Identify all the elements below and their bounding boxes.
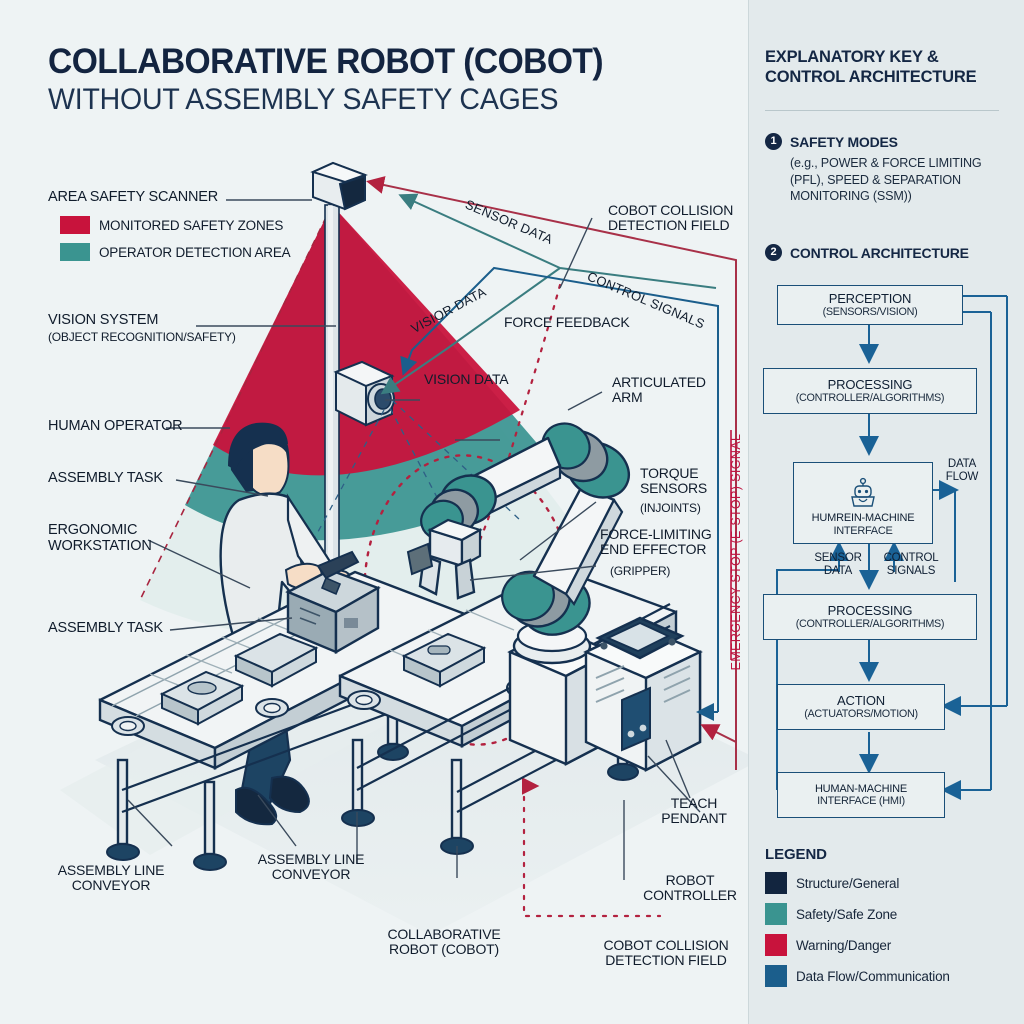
flow-box-sub: (ACTUATORS/MOTION) [804, 708, 918, 721]
sensor-data-path [366, 176, 737, 770]
swatch-label: MONITORED SAFETY ZONES [99, 217, 284, 233]
assembly-workpiece [285, 568, 381, 655]
label-assembly-task-1: ASSEMBLY TASK [48, 470, 163, 486]
flow-box-title: PROCESSING [827, 602, 913, 618]
legend-swatch [765, 934, 787, 956]
flow-box-perception[interactable]: PERCEPTION (SENSORS/VISION) [777, 285, 963, 325]
flow-box-sub: INTERFACE (HMI) [817, 795, 905, 807]
legend-swatch [765, 903, 787, 925]
title-subtitle: WITHOUT ASSEMBLY SAFETY CAGES [48, 82, 559, 116]
label-robot-controller: ROBOT CONTROLLER [643, 872, 737, 904]
panel-title: EXPLANATORY KEY & CONTROL ARCHITECTURE [765, 48, 977, 86]
key-item-control-architecture: 2 CONTROL ARCHITECTURE [765, 244, 969, 261]
swatch-label: OPERATOR DETECTION AREA [99, 244, 291, 260]
legend-label: Structure/General [796, 875, 900, 891]
title-main: COLLABORATIVE ROBOT (COBOT) [48, 42, 604, 81]
flow-box-title: HUMAN-MACHINE [814, 782, 908, 795]
label-vision-system: VISION SYSTEM [48, 312, 159, 328]
conveyor-part [401, 632, 487, 688]
label-vision-data: VISION DATA [424, 371, 509, 387]
label-ergonomic-workstation: ERGONOMIC WORKSTATION [48, 522, 152, 554]
label-cobot-collision-top: COBOT COLLISION DETECTION FIELD [608, 202, 734, 234]
label-force-feedback: FORCE FEEDBACK [504, 314, 630, 330]
legend-label: Warning/Danger [796, 937, 891, 953]
explanatory-key-panel: EXPLANATORY KEY & CONTROL ARCHITECTURE 1… [748, 0, 1024, 1024]
flow-box-sub: (CONTROLLER/ALGORITHMS) [795, 392, 945, 405]
label-assembly-line-conveyor-1: ASSEMBLY LINE CONVEYOR [57, 862, 165, 894]
label-teach-pendant: TEACH PENDANT [661, 795, 727, 827]
robot-head-icon [851, 478, 875, 508]
legend-label: Safety/Safe Zone [796, 906, 898, 922]
flow-label-data-flow: DATA FLOW [945, 458, 979, 483]
area-safety-scanner-device [310, 161, 368, 591]
robot-controller [583, 616, 703, 772]
flow-box-hmi[interactable]: HUMAN-MACHINE INTERFACE (HMI) [777, 772, 945, 818]
legend-label: Data Flow/Communication [796, 968, 950, 984]
label-vision-system-sub: (OBJECT RECOGNITION/SAFETY) [48, 330, 236, 344]
label-area-safety-scanner: AREA SAFETY SCANNER [48, 189, 218, 205]
label-force-limiting-end-effector: FORCE-LIMITING END EFFECTOR [600, 526, 712, 558]
panel-divider [765, 110, 999, 111]
flow-box-processing-2[interactable]: PROCESSING (CONTROLLER/ALGORITHMS) [763, 594, 977, 640]
label-emergency-stop: EMERGENCY STOP (E-STOP) SIGNAL [729, 433, 743, 671]
label-articulated-arm: ARTICULATED ARM [612, 374, 706, 406]
flow-box-sub: INTERFACE [833, 524, 893, 537]
legend-item-structure: Structure/General [765, 872, 899, 894]
legend-item-dataflow: Data Flow/Communication [765, 965, 950, 987]
label-assembly-line-conveyor-2: ASSEMBLY LINE CONVEYOR [257, 851, 365, 883]
legend-item-warning: Warning/Danger [765, 934, 891, 956]
flow-box-processing-1[interactable]: PROCESSING (CONTROLLER/ALGORITHMS) [763, 368, 977, 414]
key-item-safety-modes: 1 SAFETY MODES (e.g., POWER & FORCE LIMI… [765, 133, 1014, 205]
label-torque-sensors-sub: (INJOINTS) [640, 501, 701, 515]
flow-box-title: HUMREIN-MACHINE [811, 512, 915, 525]
label-cobot-collision-bottom: COBOT COLLISION DETECTION FIELD [603, 937, 729, 969]
vision-system-camera [299, 360, 521, 566]
key-item-body: (e.g., POWER & FORCE LIMITING (PFL), SPE… [790, 156, 982, 204]
flow-label-control-signals: CONTROL SIGNALS [883, 552, 939, 577]
legend-title: LEGEND [765, 846, 827, 863]
legend-swatch [765, 872, 787, 894]
label-collaborative-robot: COLLABORATIVE ROBOT (COBOT) [387, 926, 501, 958]
number-badge-1: 1 [765, 133, 782, 150]
key-item-title: CONTROL ARCHITECTURE [790, 244, 969, 261]
page-title: COLLABORATIVE ROBOT (COBOT) WITHOUT ASSE… [48, 44, 626, 116]
flow-box-title: PERCEPTION [828, 290, 912, 306]
flow-box-action[interactable]: ACTION (ACTUATORS/MOTION) [777, 684, 945, 730]
control-signal-path [400, 266, 719, 712]
conveyor-part [159, 670, 245, 726]
legend-item-safety: Safety/Safe Zone [765, 903, 897, 925]
flow-label-sensor-data: SENSOR DATA [814, 552, 862, 577]
flow-box-title: ACTION [837, 692, 885, 708]
teach-pendant [595, 616, 685, 660]
label-force-limiting-sub: (GRIPPER) [610, 564, 671, 578]
flow-box-title: PROCESSING [827, 376, 913, 392]
label-torque-sensors: TORQUE SENSORS [640, 465, 708, 497]
swatch-monitored-safety-zones: MONITORED SAFETY ZONES [60, 216, 283, 234]
flow-box-sub: (CONTROLLER/ALGORITHMS) [795, 618, 945, 631]
conveyor-part [233, 632, 319, 688]
swatch-red [60, 216, 90, 234]
label-assembly-task-2: ASSEMBLY TASK [48, 620, 163, 636]
flow-box-sub: (SENSORS/VISION) [822, 306, 918, 319]
leader-lines [127, 199, 701, 880]
number-badge-2: 2 [765, 244, 782, 261]
flow-box-hmi-icon[interactable]: HUMREIN-MACHINE INTERFACE [793, 462, 933, 544]
label-human-operator: HUMAN OPERATOR [48, 418, 183, 434]
swatch-teal [60, 243, 90, 261]
key-item-title: SAFETY MODES [790, 133, 898, 150]
swatch-operator-detection-area: OPERATOR DETECTION AREA [60, 243, 291, 261]
legend-swatch [765, 965, 787, 987]
